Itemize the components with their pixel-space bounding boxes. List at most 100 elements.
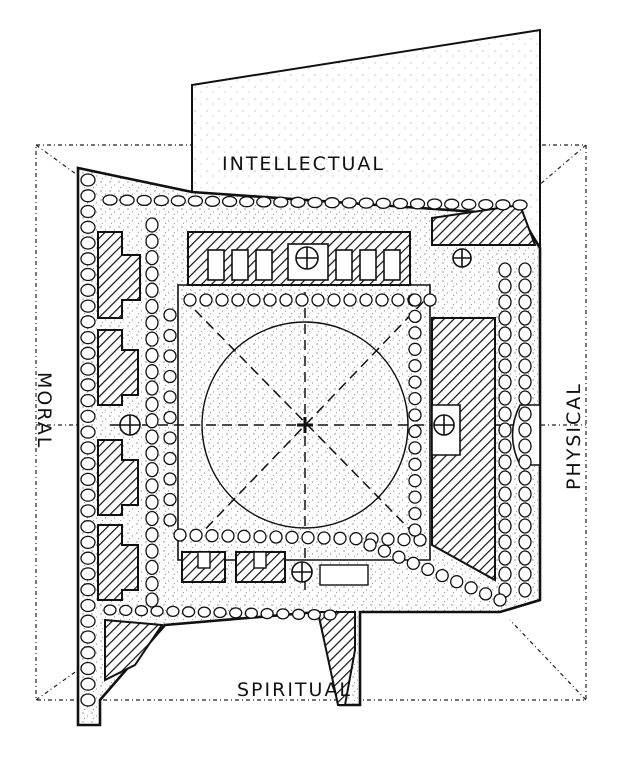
tree <box>80 425 96 439</box>
tree <box>197 606 211 618</box>
tree <box>478 587 493 601</box>
tree <box>163 349 177 363</box>
tree <box>408 506 422 521</box>
tree <box>145 298 159 315</box>
tree <box>408 408 422 422</box>
tree <box>80 646 96 660</box>
tree <box>150 605 164 617</box>
tree <box>199 293 213 307</box>
tree <box>103 604 117 616</box>
tree <box>273 196 289 208</box>
tree <box>478 198 494 211</box>
tree <box>237 529 251 543</box>
tree <box>408 457 422 471</box>
tree <box>498 470 512 486</box>
tree <box>498 550 512 566</box>
tree <box>80 252 96 266</box>
tree <box>80 614 96 628</box>
tree <box>80 551 96 565</box>
tree <box>80 583 96 597</box>
tree <box>435 568 449 583</box>
tree <box>311 293 325 307</box>
tree <box>307 608 321 621</box>
tree <box>145 315 159 331</box>
tree <box>498 566 512 582</box>
tree <box>145 331 159 347</box>
tree <box>80 362 96 376</box>
tree <box>80 677 96 691</box>
tree <box>518 358 532 374</box>
tree <box>409 198 426 210</box>
tree <box>323 609 337 621</box>
tree <box>464 581 478 595</box>
tree <box>145 282 159 298</box>
tree <box>408 424 422 439</box>
tree <box>181 606 196 618</box>
tree <box>145 266 159 282</box>
tree <box>343 293 357 307</box>
tree <box>145 249 159 266</box>
tree <box>145 347 159 364</box>
tree <box>518 294 532 310</box>
tree <box>80 661 96 676</box>
tree <box>341 197 357 209</box>
tree <box>498 502 512 518</box>
tree <box>204 195 221 207</box>
tree <box>163 308 177 322</box>
tree <box>512 199 528 211</box>
tree <box>461 198 477 211</box>
tree <box>163 451 177 466</box>
tree <box>183 293 197 307</box>
tree <box>381 532 395 546</box>
tree <box>518 438 532 454</box>
tree <box>145 559 159 576</box>
tree <box>80 520 96 534</box>
tree <box>269 530 283 544</box>
tree <box>518 486 532 502</box>
tree <box>518 390 532 406</box>
tree <box>276 608 290 620</box>
tree <box>498 438 512 454</box>
tree <box>145 461 159 478</box>
tree <box>518 534 532 550</box>
tree <box>80 488 96 502</box>
tree <box>205 529 219 543</box>
tree <box>136 194 152 207</box>
tree <box>408 359 422 373</box>
tree <box>450 575 464 589</box>
tree <box>215 293 229 307</box>
tree <box>498 262 512 278</box>
tree <box>423 293 437 307</box>
tree <box>358 197 374 209</box>
tree <box>80 346 96 360</box>
tree <box>301 531 315 545</box>
tree <box>408 490 422 504</box>
tree <box>333 531 347 545</box>
tree <box>80 330 96 345</box>
tree <box>80 299 96 313</box>
label-intellectual: INTELLECTUAL <box>222 153 385 175</box>
tree <box>518 518 532 534</box>
tree <box>163 492 177 507</box>
tree <box>213 606 227 619</box>
tree <box>80 189 96 203</box>
tree <box>256 196 272 208</box>
tree <box>102 194 118 206</box>
tree <box>263 293 277 307</box>
tree <box>518 374 532 390</box>
tree <box>363 538 377 552</box>
tree <box>80 393 96 408</box>
tree <box>518 582 532 598</box>
tree <box>498 358 512 374</box>
label-physical: PHYSICAL <box>563 382 585 490</box>
tree <box>80 567 96 581</box>
axis-markers <box>119 246 472 583</box>
tree <box>260 607 274 620</box>
tree <box>295 293 309 307</box>
tree <box>80 598 96 613</box>
south-building-notches <box>197 551 369 586</box>
tree <box>170 195 186 207</box>
tree <box>244 607 259 619</box>
tree <box>518 502 532 518</box>
